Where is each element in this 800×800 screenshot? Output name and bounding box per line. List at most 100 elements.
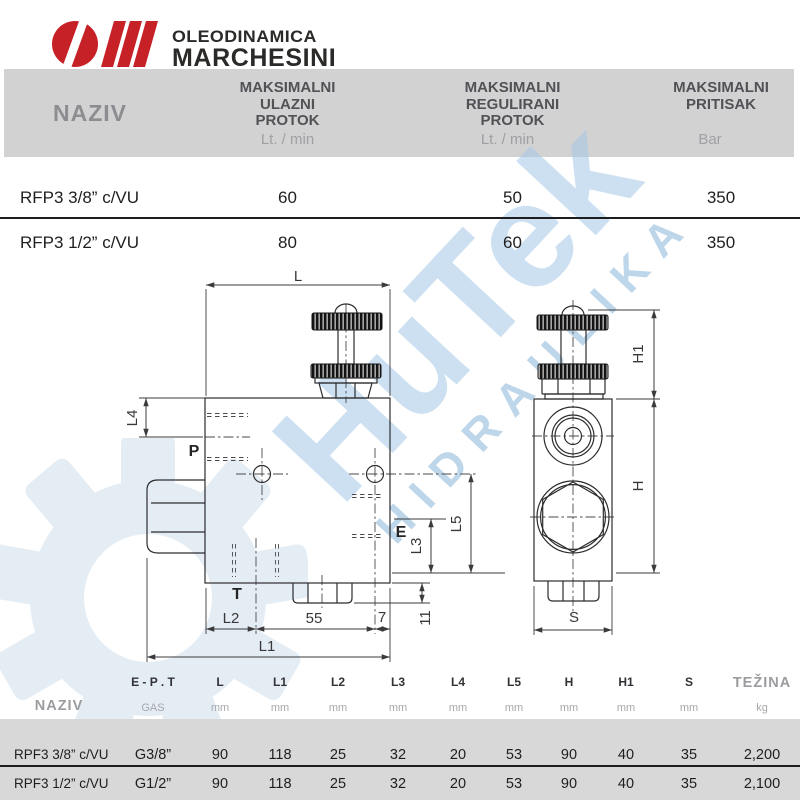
dim-header-ept: E - P . T GAS — [118, 668, 188, 718]
header-label: L5 — [506, 675, 521, 689]
header-unit: mm — [210, 702, 230, 714]
header-line: PRITISAK — [685, 95, 756, 113]
dim-label-L4: L4 — [124, 410, 141, 427]
header-line: MAKSIMALNI — [239, 79, 336, 96]
cell-L3: 32 — [389, 776, 407, 792]
header-unit: Lt. / min — [260, 131, 315, 148]
dim-header-L4: L4 mm — [428, 668, 488, 718]
spec-header-naziv: NAZIV — [53, 99, 127, 126]
product-name: RPF3 1/2” c/VU — [14, 776, 109, 791]
header-label: L3 — [390, 675, 405, 689]
brand-logo-text: OLEODINAMICA MARCHESINI — [172, 19, 337, 72]
spec-table-header: NAZIV MAKSIMALNI ULAZNI PROTOK Lt. / min… — [0, 69, 800, 157]
dim-header-L: L mm — [188, 668, 252, 718]
cell-weight: 2,100 — [743, 776, 781, 792]
header-unit: mm — [616, 702, 636, 714]
cell-gas: G3/8” — [134, 747, 172, 763]
dim-table-header: NAZIV E - P . T GAS L mm L1 mm L2 mm L3 … — [0, 668, 800, 718]
product-name: RFP3 1/2” c/VU — [20, 233, 140, 252]
dim-header-L3: L3 mm — [368, 668, 428, 718]
cell-L2: 25 — [329, 776, 347, 792]
cell-L1: 118 — [268, 776, 292, 792]
row-divider — [0, 217, 800, 219]
dim-label-H1: H1 — [630, 344, 647, 363]
header-line: MAKSIMALNI — [673, 79, 769, 96]
header-line: MAKSIMALNI — [464, 79, 561, 96]
header-line: PROTOK — [480, 112, 545, 129]
header-label: E - P . T — [131, 675, 175, 689]
dim-header-L1: L1 mm — [252, 668, 308, 718]
dim-label-S: S — [569, 609, 579, 626]
header-label: NAZIV — [34, 698, 84, 714]
dim-label-7: 7 — [378, 609, 386, 626]
cell-L: 90 — [211, 776, 229, 792]
port-label-E: E — [396, 524, 407, 541]
technical-drawing: L L4 L2 55 7 L1 11 L3 L5 H1 H S P T E — [124, 270, 660, 662]
cell-L4: 20 — [449, 776, 467, 792]
header-line: REGULIRANI — [465, 95, 560, 113]
dim-header-naziv: NAZIV — [0, 668, 118, 718]
header-unit: mm — [448, 702, 468, 714]
brand-logo-icon — [52, 19, 158, 69]
dim-label-11: 11 — [417, 610, 434, 626]
valve-front-view — [146, 303, 391, 604]
dim-table-row: RPF3 1/2” c/VU G1/2” 90 118 25 32 20 53 … — [0, 772, 800, 796]
brand-logo: OLEODINAMICA MARCHESINI — [52, 19, 337, 72]
header-label: S — [684, 675, 693, 689]
cell-S: 35 — [680, 776, 698, 792]
header-unit: Bar — [698, 131, 722, 148]
port-label-P: P — [189, 443, 200, 460]
dim-header-H: H mm — [540, 668, 598, 718]
spec-header-band — [4, 69, 794, 157]
dim-header-H1: H1 mm — [598, 668, 654, 718]
brand-name-line1: OLEODINAMICA — [172, 28, 317, 46]
header-unit: mm — [328, 702, 348, 714]
cell-L3: 32 — [389, 747, 407, 763]
header-label: L1 — [272, 675, 287, 689]
product-name: RPF3 3/8” c/VU — [14, 747, 109, 762]
cell-S: 35 — [680, 747, 698, 763]
dim-label-L3: L3 — [408, 538, 425, 555]
cell-L1: 118 — [268, 747, 292, 763]
cell-L2: 25 — [329, 747, 347, 763]
cell-L4: 20 — [449, 747, 467, 763]
row-divider — [0, 765, 800, 767]
valve-side-view — [533, 305, 613, 602]
brand-name-line2: MARCHESINI — [172, 44, 337, 72]
header-unit: mm — [679, 702, 699, 714]
dim-label-L5: L5 — [448, 516, 465, 533]
inlet-flow-value: 80 — [278, 233, 297, 252]
header-unit: kg — [756, 702, 768, 714]
dim-table-row: RPF3 3/8” c/VU G3/8” 90 118 25 32 20 53 … — [0, 743, 800, 767]
header-line: PROTOK — [255, 112, 320, 129]
cell-H1: 40 — [617, 747, 635, 763]
hidden-port-lines — [207, 413, 384, 577]
dim-label-55: 55 — [306, 610, 323, 627]
header-unit: mm — [504, 702, 524, 714]
cell-H: 90 — [560, 776, 578, 792]
cell-weight: 2,200 — [743, 747, 781, 763]
dim-label-L: L — [294, 270, 302, 285]
product-name: RFP3 3/8” c/VU — [20, 188, 140, 207]
regulated-flow-value: 60 — [503, 233, 522, 252]
header-label: L2 — [330, 675, 345, 689]
inlet-flow-value: 60 — [278, 188, 297, 207]
dim-header-S: S mm — [654, 668, 724, 718]
dimension-lines — [143, 282, 657, 660]
spec-header-inlet-flow: MAKSIMALNI ULAZNI PROTOK Lt. / min — [180, 69, 395, 157]
cell-L: 90 — [211, 747, 229, 763]
header-unit: GAS — [141, 702, 165, 714]
regulated-flow-value: 50 — [503, 188, 522, 207]
cell-gas: G1/2” — [134, 776, 172, 792]
spec-header-max-pressure: MAKSIMALNI PRITISAK Bar — [620, 69, 800, 157]
dim-label-L1: L1 — [259, 638, 276, 655]
dim-header-L5: L5 mm — [488, 668, 540, 718]
header-label: L4 — [450, 675, 465, 689]
header-label: H — [564, 675, 574, 689]
header-unit: Lt. / min — [480, 131, 535, 148]
spec-table-row: RFP3 3/8” c/VU 60 50 350 — [0, 184, 800, 212]
header-line: ULAZNI — [260, 95, 315, 113]
header-label: TEŽINA — [732, 675, 792, 691]
dim-header-L2: L2 mm — [308, 668, 368, 718]
